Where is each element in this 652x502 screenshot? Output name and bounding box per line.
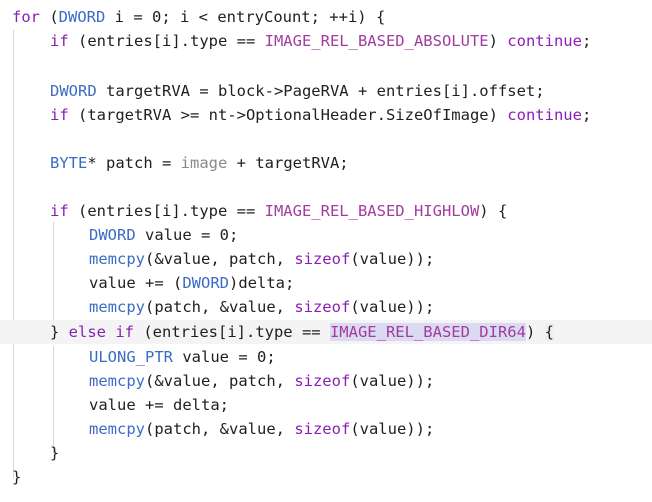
code-line-text: memcpy(&value, patch, sizeof(value)); (89, 369, 434, 393)
code-line-text: value += (DWORD)delta; (89, 271, 294, 295)
code-line-18[interactable]: memcpy(patch, &value, sizeof(value)); (0, 417, 652, 441)
code-token: (targetRVA >= nt->OptionalHeader.SizeOfI… (68, 106, 508, 124)
code-token: IMAGE_REL_BASED_HIGHLOW (264, 202, 480, 220)
code-line-text: DWORD value = 0; (89, 223, 238, 247)
code-line-text: } else if (entries[i].type == IMAGE_REL_… (50, 320, 554, 344)
code-line-15[interactable]: ULONG_PTR value = 0; (0, 345, 652, 369)
code-token: } (50, 323, 69, 341)
code-token: (&value, patch, (145, 250, 295, 268)
code-line-16[interactable]: memcpy(&value, patch, sizeof(value)); (0, 369, 652, 393)
code-token: )delta; (229, 274, 295, 292)
code-token: targetRVA = block->PageRVA + entries[i].… (96, 82, 545, 100)
code-token: { (544, 323, 554, 341)
indent-guide-else-block (53, 346, 54, 454)
code-token: sizeof (294, 250, 351, 268)
code-line-text: BYTE* patch = image + targetRVA; (50, 151, 349, 175)
indent-guide-outer (13, 30, 14, 478)
code-line-2[interactable]: if (entries[i].type == IMAGE_REL_BASED_A… (0, 29, 652, 53)
code-token: ; (581, 106, 592, 124)
code-token: image (180, 154, 228, 172)
code-token: sizeof (294, 298, 351, 316)
code-token: + targetRVA; (227, 154, 349, 172)
code-line-1[interactable]: for (DWORD i = 0; i < entryCount; ++i) { (0, 5, 652, 29)
code-line-17[interactable]: value += delta; (0, 393, 652, 417)
indent-guide-if-block (53, 222, 54, 330)
code-line-14[interactable]: } else if (entries[i].type == IMAGE_REL_… (0, 320, 652, 344)
code-line-13[interactable]: memcpy(patch, &value, sizeof(value)); (0, 295, 652, 319)
code-line-text: ULONG_PTR value = 0; (89, 345, 276, 369)
code-token: * patch = (87, 154, 181, 172)
code-line-8[interactable] (0, 175, 652, 199)
code-token: (value)); (350, 420, 435, 438)
code-token: for (12, 8, 40, 26)
code-token: (value)); (350, 372, 435, 390)
code-token: ) (488, 32, 508, 50)
code-token: memcpy (89, 298, 145, 316)
code-token: sizeof (294, 420, 351, 438)
code-token: value = 0; (135, 226, 239, 244)
code-line-9[interactable]: if (entries[i].type == IMAGE_REL_BASED_H… (0, 199, 652, 223)
code-token: ULONG_PTR (89, 348, 173, 366)
code-token: continue (507, 32, 582, 50)
code-line-text: if (targetRVA >= nt->OptionalHeader.Size… (50, 103, 591, 127)
code-token: (entries[i].type == (68, 32, 265, 50)
code-line-10[interactable]: DWORD value = 0; (0, 223, 652, 247)
code-token: if (50, 106, 69, 124)
code-token: value += delta; (89, 396, 229, 414)
code-line-text: memcpy(patch, &value, sizeof(value)); (89, 417, 434, 441)
code-token: ( (40, 8, 59, 26)
code-line-7[interactable]: BYTE* patch = image + targetRVA; (0, 151, 652, 175)
code-token: if (50, 202, 69, 220)
code-line-19[interactable]: } (0, 441, 652, 465)
code-token: BYTE (50, 154, 88, 172)
code-token: (patch, &value, (145, 298, 295, 316)
code-token: value = 0; (173, 348, 276, 366)
code-token: memcpy (89, 372, 145, 390)
code-line-text: value += delta; (89, 393, 229, 417)
code-token: } (50, 444, 60, 462)
code-token: (value)); (350, 298, 435, 316)
code-line-3[interactable] (0, 53, 652, 77)
code-token: ) (525, 323, 545, 341)
code-token: continue (507, 106, 582, 124)
code-token: IMAGE_REL_BASED_DIR64 (329, 323, 526, 341)
code-token: IMAGE_REL_BASED_ABSOLUTE (264, 32, 489, 50)
code-token: (entries[i].type == (68, 202, 265, 220)
code-line-text: if (entries[i].type == IMAGE_REL_BASED_A… (50, 29, 591, 53)
code-token: ; (581, 32, 592, 50)
code-token: sizeof (294, 372, 351, 390)
code-line-12[interactable]: value += (DWORD)delta; (0, 271, 652, 295)
code-token: if (50, 32, 69, 50)
code-token: (value)); (350, 250, 435, 268)
code-token: DWORD (58, 8, 106, 26)
code-token: (entries[i].type == (134, 323, 330, 341)
code-line-4[interactable]: DWORD targetRVA = block->PageRVA + entri… (0, 79, 652, 103)
code-line-text: DWORD targetRVA = block->PageRVA + entri… (50, 79, 545, 103)
code-token: else if (68, 323, 134, 341)
code-line-6[interactable] (0, 127, 652, 151)
code-line-text: for (DWORD i = 0; i < entryCount; ++i) { (12, 5, 385, 29)
code-line-text: memcpy(&value, patch, sizeof(value)); (89, 247, 434, 271)
code-token: } (12, 468, 22, 486)
code-token: DWORD (50, 82, 97, 100)
code-token: i = 0; i < entryCount; ++i) { (105, 8, 386, 26)
code-line-text: } (50, 441, 59, 465)
code-token: (patch, &value, (145, 420, 295, 438)
code-line-text: memcpy(patch, &value, sizeof(value)); (89, 295, 434, 319)
code-token: memcpy (89, 250, 145, 268)
code-token: ) { (479, 202, 508, 220)
code-line-text: } (12, 465, 21, 489)
code-line-11[interactable]: memcpy(&value, patch, sizeof(value)); (0, 247, 652, 271)
code-line-5[interactable]: if (targetRVA >= nt->OptionalHeader.Size… (0, 103, 652, 127)
code-line-20[interactable]: } (0, 465, 652, 489)
code-token: (&value, patch, (145, 372, 295, 390)
code-token: memcpy (89, 420, 145, 438)
code-line-text: if (entries[i].type == IMAGE_REL_BASED_H… (50, 199, 507, 223)
code-token: DWORD (182, 274, 229, 292)
code-token: value += ( (89, 274, 183, 292)
code-token: DWORD (89, 226, 136, 244)
